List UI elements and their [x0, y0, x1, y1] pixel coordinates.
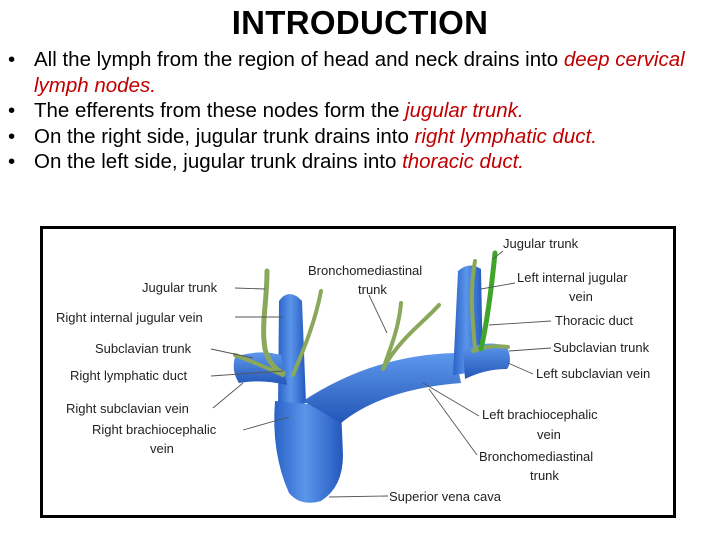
bullet-marker: • — [8, 99, 16, 122]
bullet-marker: • — [8, 124, 16, 148]
bullet-text: On the left side, jugular trunk drains i… — [34, 150, 403, 173]
left-labels: Jugular trunk Right internal jugular vei… — [56, 280, 218, 456]
bullet-marker: • — [8, 150, 16, 173]
label-bronchomediastinal-trunk-right-cont: trunk — [358, 282, 387, 297]
bullet-highlight: deep cervical lymph nodes. — [34, 48, 685, 97]
right-jugular-trunk-vessel — [261, 268, 286, 376]
bullet-item: • On the left side, jugular trunk drains … — [8, 149, 708, 175]
label-bronchomediastinal-trunk-left: Bronchomediastinal — [479, 449, 593, 464]
label-right-internal-jugular-vein: Right internal jugular vein — [56, 310, 203, 325]
label-subclavian-trunk-right: Subclavian trunk — [95, 341, 192, 356]
label-right-brachiocephalic-vein: Right brachiocephalic — [92, 422, 217, 437]
lymphatic-drainage-diagram: Jugular trunk Right internal jugular vei… — [40, 226, 676, 518]
right-bronchomediastinal-trunk-vessel — [291, 289, 323, 377]
label-jugular-trunk-left: Jugular trunk — [503, 236, 579, 251]
label-superior-vena-cava: Superior vena cava — [389, 489, 502, 504]
bullet-text: All the lymph from the region of head an… — [34, 48, 564, 71]
bullet-highlight: thoracic duct. — [402, 150, 524, 173]
label-right-brachiocephalic-vein-cont: vein — [150, 441, 174, 456]
bullet-marker: • — [8, 48, 16, 71]
bullet-item: • On the right side, jugular trunk drains… — [8, 124, 708, 150]
label-bronchomediastinal-trunk-left-cont: trunk — [530, 468, 559, 483]
left-jugular-trunk-vessel — [469, 259, 477, 351]
bullet-highlight: right lymphatic duct. — [414, 124, 597, 148]
lymphatic-vessels — [233, 250, 510, 377]
label-jugular-trunk-right: Jugular trunk — [142, 280, 218, 295]
bottom-labels: Superior vena cava — [389, 489, 502, 504]
thoracic-duct-vessel — [478, 250, 498, 352]
label-left-internal-jugular-vein-cont: vein — [569, 289, 593, 304]
bullet-text: On the right side, jugular trunk drains … — [34, 124, 415, 148]
label-left-brachiocephalic-vein: Left brachiocephalic — [482, 407, 598, 422]
left-subclavian-trunk-vessel — [471, 344, 510, 353]
bullet-item: • The efferents from these nodes form the… — [8, 98, 708, 124]
leader-lines — [210, 250, 552, 498]
bullet-highlight: jugular trunk. — [405, 99, 524, 122]
label-right-subclavian-vein: Right subclavian vein — [66, 401, 189, 416]
label-left-brachiocephalic-vein-cont: vein — [537, 427, 561, 442]
label-bronchomediastinal-trunk-right: Bronchomediastinal — [308, 263, 422, 278]
bullet-list: • All the lymph from the region of head a… — [8, 47, 708, 175]
label-subclavian-trunk-left: Subclavian trunk — [553, 340, 650, 355]
label-left-subclavian-vein: Left subclavian vein — [536, 366, 650, 381]
label-left-internal-jugular-vein: Left internal jugular — [517, 270, 628, 285]
superior-vena-cava-shape — [274, 401, 343, 503]
slide-title: INTRODUCTION — [231, 4, 489, 41]
left-brachiocephalic-vein-shape — [303, 353, 461, 423]
right-subclavian-trunk-vessel — [233, 353, 285, 377]
label-right-lymphatic-duct: Right lymphatic duct — [70, 368, 187, 383]
diagram-canvas: Jugular trunk Right internal jugular vei… — [56, 236, 650, 504]
right-labels: Jugular trunk Left internal jugular vein… — [479, 236, 650, 483]
center-labels: Bronchomediastinal trunk — [308, 263, 422, 297]
left-bronchomediastinal-trunk-vessel-2 — [381, 301, 403, 371]
label-thoracic-duct: Thoracic duct — [555, 313, 633, 328]
bullet-text: The efferents from these nodes form the — [34, 99, 406, 122]
bullet-item: • All the lymph from the region of head a… — [8, 47, 708, 98]
